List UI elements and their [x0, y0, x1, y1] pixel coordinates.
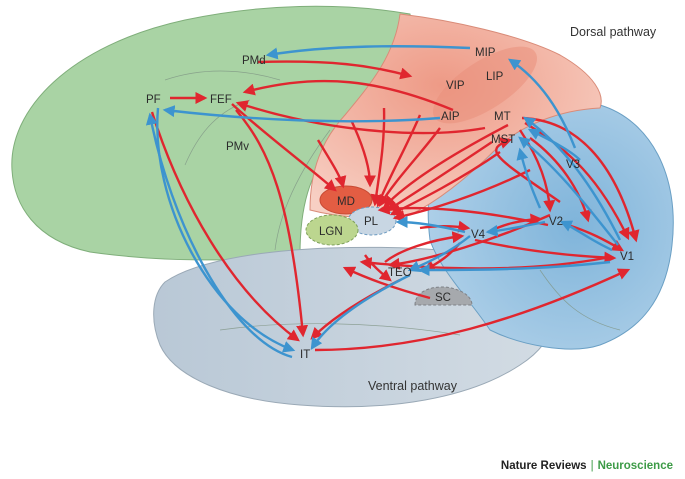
label-fef: FEF: [210, 94, 232, 106]
journal-credit: Nature Reviews|Neuroscience: [501, 460, 673, 472]
label-lip: LIP: [486, 71, 504, 83]
label-pmv: PMv: [226, 141, 249, 153]
credit-separator: |: [590, 460, 594, 472]
temporal-lobe: [153, 246, 557, 408]
sc-node: [414, 286, 473, 306]
label-md: MD: [337, 196, 355, 208]
feedforward-arrows: [150, 60, 640, 352]
label-mst: MST: [491, 134, 515, 146]
label-pf: PF: [146, 94, 161, 106]
feedback-arrows: [145, 45, 622, 359]
label-aip: AIP: [441, 111, 460, 123]
credit-journal: Nature Reviews: [500, 460, 587, 472]
label-v1: V1: [620, 251, 634, 263]
label-pl: PL: [364, 216, 379, 228]
label-mip: MIP: [475, 47, 496, 59]
label-mt: MT: [494, 111, 511, 123]
label-sc: SC: [435, 292, 451, 304]
ventral-pathway-label: Ventral pathway: [368, 379, 458, 393]
dorsal-pathway-label: Dorsal pathway: [570, 25, 657, 39]
lgn-node: [305, 214, 359, 246]
label-teo: TEO: [388, 267, 412, 279]
label-v4: V4: [471, 229, 486, 241]
label-v2: V2: [549, 216, 563, 228]
label-pmd: PMd: [242, 55, 266, 67]
label-v3: V3: [566, 159, 580, 171]
label-vip: VIP: [446, 80, 465, 92]
label-lgn: LGN: [319, 226, 343, 238]
credit-field: Neuroscience: [597, 460, 673, 472]
label-it: IT: [300, 349, 310, 361]
